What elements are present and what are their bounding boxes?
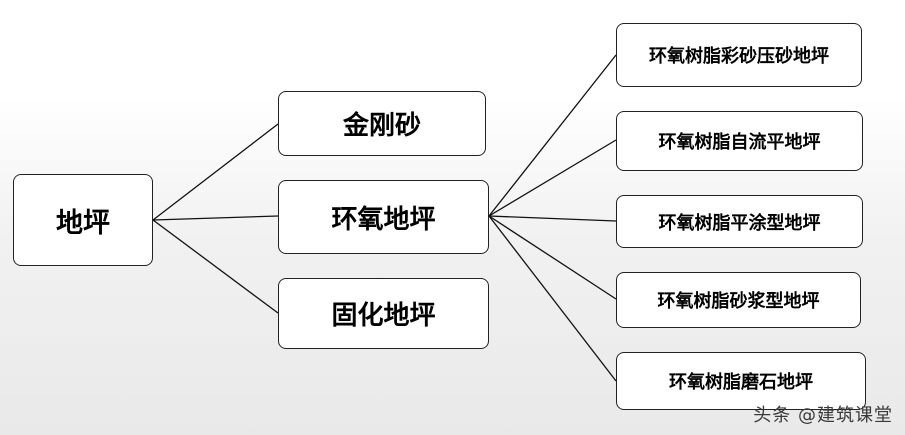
node-caisha-yasha-label: 环氧树脂彩砂压砂地坪 bbox=[649, 46, 829, 67]
connector-huanyang-to-zililiuping bbox=[488, 139, 617, 217]
node-jingangsha-label: 金刚砂 bbox=[342, 111, 421, 141]
connector-root-to-guhua bbox=[152, 219, 279, 314]
node-jingangsha: 金刚砂 bbox=[278, 91, 486, 156]
node-pingtuxing: 环氧树脂平涂型地坪 bbox=[616, 195, 863, 248]
root-node-label: 地坪 bbox=[56, 207, 110, 239]
node-guhua-diping-label: 固化地坪 bbox=[331, 301, 436, 331]
connector-huanyang-to-shajiang bbox=[488, 215, 617, 300]
connector-root-to-jingangsha bbox=[152, 123, 279, 221]
node-caisha-yasha: 环氧树脂彩砂压砂地坪 bbox=[616, 23, 862, 87]
watermark-text: 头条 @建筑课堂 bbox=[753, 405, 893, 426]
connector-huanyang-to-moshi bbox=[488, 215, 617, 382]
connector-huanyang-to-pingtu bbox=[488, 215, 617, 222]
connector-root-to-huanyang bbox=[152, 215, 279, 221]
connector-huanyang-to-caisha bbox=[488, 54, 617, 217]
node-moshi: 环氧树脂磨石地坪 bbox=[616, 352, 866, 410]
node-moshi-label: 环氧树脂磨石地坪 bbox=[669, 372, 813, 393]
node-guhua-diping: 固化地坪 bbox=[278, 278, 489, 349]
node-shajiangxing-label: 环氧树脂砂浆型地坪 bbox=[657, 291, 820, 312]
node-zililiuping-label: 环氧树脂自流平地坪 bbox=[658, 132, 821, 153]
node-huanyang-diping: 环氧地坪 bbox=[278, 180, 489, 254]
root-node-diping: 地坪 bbox=[13, 174, 153, 266]
node-pingtuxing-label: 环氧树脂平涂型地坪 bbox=[658, 212, 821, 234]
node-zililiuping: 环氧树脂自流平地坪 bbox=[616, 111, 863, 171]
node-huanyang-diping-label: 环氧地坪 bbox=[331, 204, 436, 235]
node-shajiangxing: 环氧树脂砂浆型地坪 bbox=[616, 272, 861, 328]
